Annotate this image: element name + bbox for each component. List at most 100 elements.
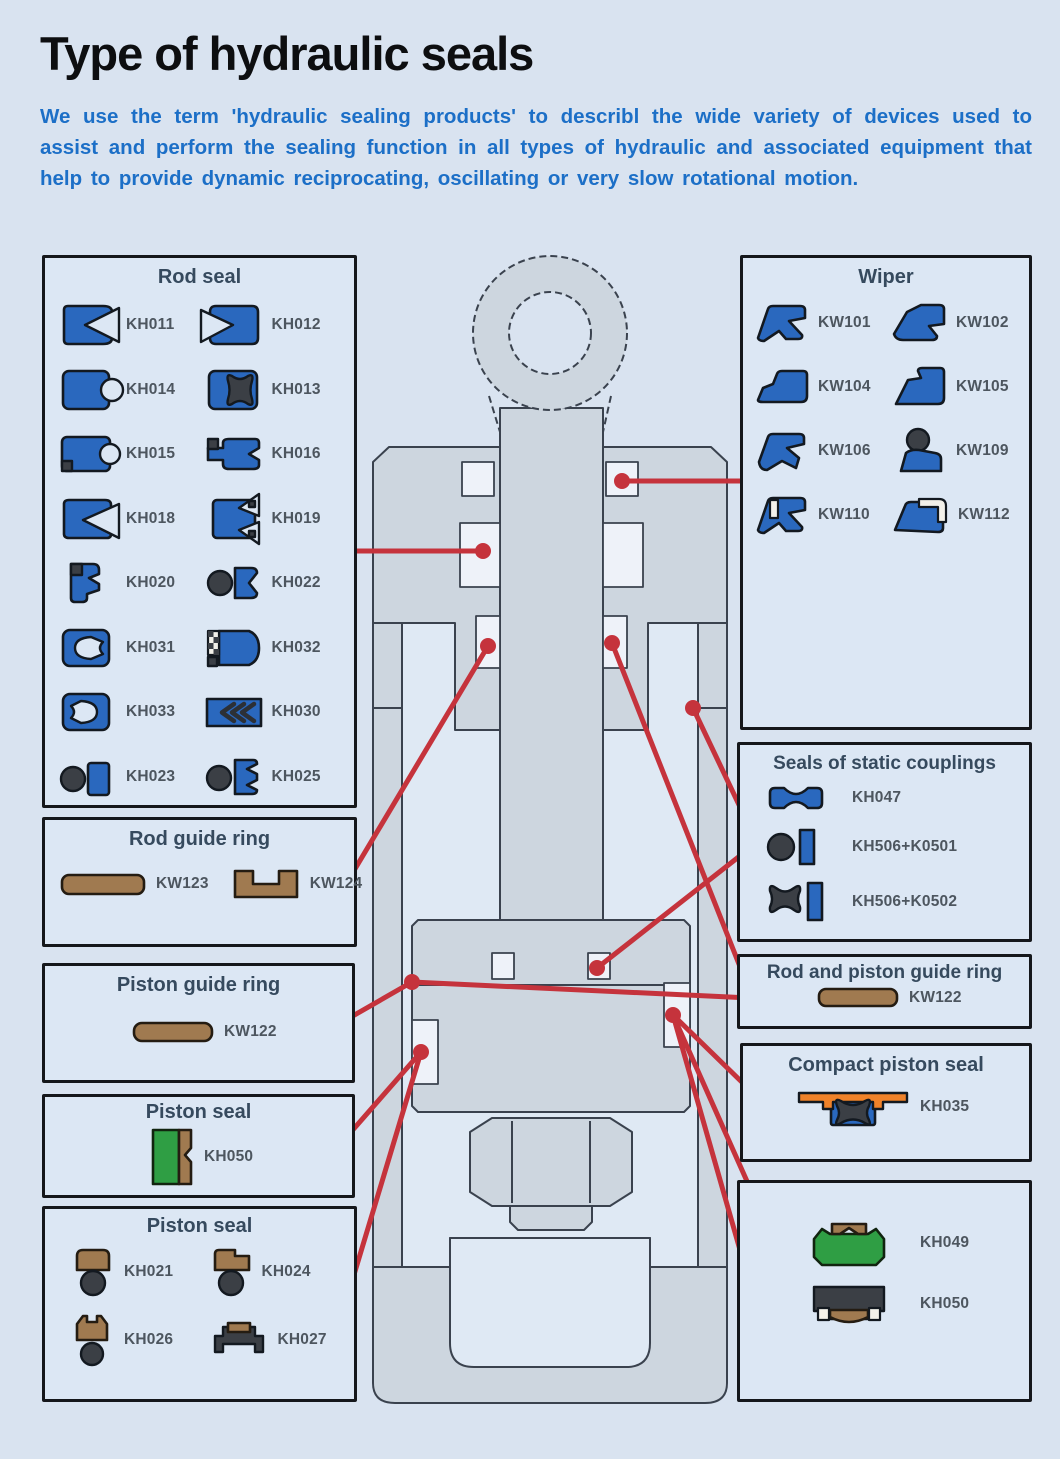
seal-code: KH033	[126, 703, 176, 721]
list-item: KH027	[211, 1312, 349, 1368]
callout-line-piston-seal-bottom	[347, 1049, 424, 1291]
kh016-seal-icon	[206, 437, 260, 471]
wiper-box: Wiper KW101 KW102 KW104 KW105 KW106	[740, 255, 1032, 730]
kh024-piston-seal-icon	[213, 1248, 250, 1297]
kw123-guide-ring-icon	[60, 873, 146, 896]
rod-piston-guide-title: Rod and piston guide ring	[766, 962, 1003, 983]
list-item: KH035	[795, 1085, 969, 1129]
seal-code: KH047	[852, 789, 902, 806]
compact-piston-seal-box: Compact piston seal KH035	[740, 1043, 1032, 1162]
list-item: KW101	[755, 291, 891, 355]
seal-code: KH014	[126, 380, 176, 398]
kh049-piston-seal-icon	[812, 1222, 886, 1267]
kh021-piston-seal-icon	[75, 1248, 111, 1297]
callout-lines	[337, 478, 763, 1291]
kw109-wiper-icon	[899, 427, 943, 473]
seal-code: KW124	[309, 875, 363, 892]
list-item: KH013	[205, 358, 351, 423]
kh030-seal-icon	[205, 697, 262, 728]
seal-code: KH019	[271, 509, 321, 527]
kh015-seal-icon	[60, 435, 122, 473]
list-item: KH050	[143, 1126, 253, 1188]
kw112-wiper-icon	[893, 497, 948, 534]
rod-guide-ring-title: Rod guide ring	[128, 828, 271, 850]
seal-code: KH018	[126, 509, 176, 527]
cylinder-wall-right	[697, 622, 728, 1268]
seal-code: KH024	[261, 1263, 311, 1280]
kw104-wiper-icon	[756, 369, 809, 404]
list-item: KH021	[73, 1246, 211, 1298]
list-item: KH026	[73, 1312, 211, 1368]
list-item: KH031	[59, 616, 205, 681]
callout-line-static-coupling-a	[594, 845, 753, 971]
list-item: KH015	[59, 422, 205, 487]
list-item: KH033	[59, 680, 205, 745]
seal-code: KW122	[909, 989, 962, 1006]
list-item: KW106	[755, 419, 891, 483]
rod-seal-box: Rod seal KH011 KH012 KH014 KH013 KH015	[42, 255, 357, 808]
seal-code: KH049	[920, 1234, 970, 1251]
kh032-seal-icon	[206, 629, 260, 667]
piston-rod	[499, 407, 604, 921]
list-item: KH506+K0502	[766, 879, 1029, 925]
piston	[411, 919, 691, 1113]
kh050-piston-seal-dark-icon	[812, 1285, 886, 1324]
list-item: KH047	[766, 781, 1029, 815]
list-item: KH025	[205, 745, 351, 810]
rod-seal-groove-right	[602, 522, 644, 588]
kw110-wiper-icon	[756, 496, 807, 535]
piston-seals-untitled-box: KH049 KH050	[737, 1180, 1032, 1402]
list-item: KH020	[59, 551, 205, 616]
seal-code: KW112	[958, 506, 1010, 523]
list-item: KW104	[755, 355, 891, 419]
list-item: KW123	[59, 870, 209, 898]
list-item: KH014	[59, 358, 205, 423]
wiper-groove-left	[461, 461, 495, 497]
callout-line-kh049	[670, 1012, 753, 1191]
seal-code: KH027	[277, 1331, 327, 1348]
kh506-k0502-static-seal-icon	[768, 881, 824, 922]
kw122-guide-ring-icon	[132, 1021, 214, 1043]
seal-code: KW122	[224, 1023, 277, 1040]
kh033-seal-icon	[61, 692, 111, 732]
kw102-wiper-icon	[892, 303, 946, 342]
piston-seal-multi-title: Piston seal	[146, 1215, 253, 1237]
seal-code: KH016	[271, 445, 321, 463]
seal-code: KH031	[126, 638, 176, 656]
rod-seal-title: Rod seal	[157, 266, 242, 288]
piston-guide-ring-box: Piston guide ring KW122	[42, 963, 355, 1083]
seal-code: KW123	[156, 875, 209, 892]
seal-code: KH025	[271, 767, 321, 785]
list-item: KH032	[205, 616, 351, 681]
kh031-seal-icon	[61, 628, 111, 668]
piston-seal-single-title: Piston seal	[145, 1101, 252, 1123]
kh011-seal-icon	[62, 304, 121, 346]
callout-line-piston-seal-left	[341, 1049, 424, 1143]
rod-guide-ring-box: Rod guide ring KW123 KW124	[42, 817, 362, 947]
kh025-seal-icon	[205, 758, 258, 796]
piston-top-groove-left	[491, 952, 515, 980]
callout-line-rod-guide-ring	[343, 643, 491, 887]
list-item: KW122	[816, 986, 962, 1010]
seal-code: KH022	[271, 574, 321, 592]
callout-dots	[404, 473, 701, 1060]
kw105-wiper-icon	[894, 366, 946, 406]
list-item: KH050	[806, 1281, 1029, 1327]
list-item: KH018	[59, 487, 205, 552]
kh050-piston-seal-icon	[151, 1128, 193, 1186]
piston-nut	[469, 1117, 633, 1207]
seal-code: KW101	[818, 314, 871, 331]
seal-code: KH023	[126, 767, 176, 785]
seal-code: KH506+K0502	[852, 893, 958, 910]
piston-guide-ring-title: Piston guide ring	[116, 974, 281, 996]
callout-line-compact-piston	[670, 1012, 753, 1093]
seal-code: KW104	[818, 378, 871, 395]
kh022-seal-icon	[206, 566, 258, 600]
callout-line-piston-guide	[341, 979, 415, 1024]
kw124-guide-ring-icon	[233, 869, 298, 899]
list-item: KH023	[59, 745, 205, 810]
list-item: KH049	[806, 1217, 1029, 1269]
seal-code: KW106	[818, 442, 871, 459]
kh018-seal-icon	[62, 498, 121, 540]
